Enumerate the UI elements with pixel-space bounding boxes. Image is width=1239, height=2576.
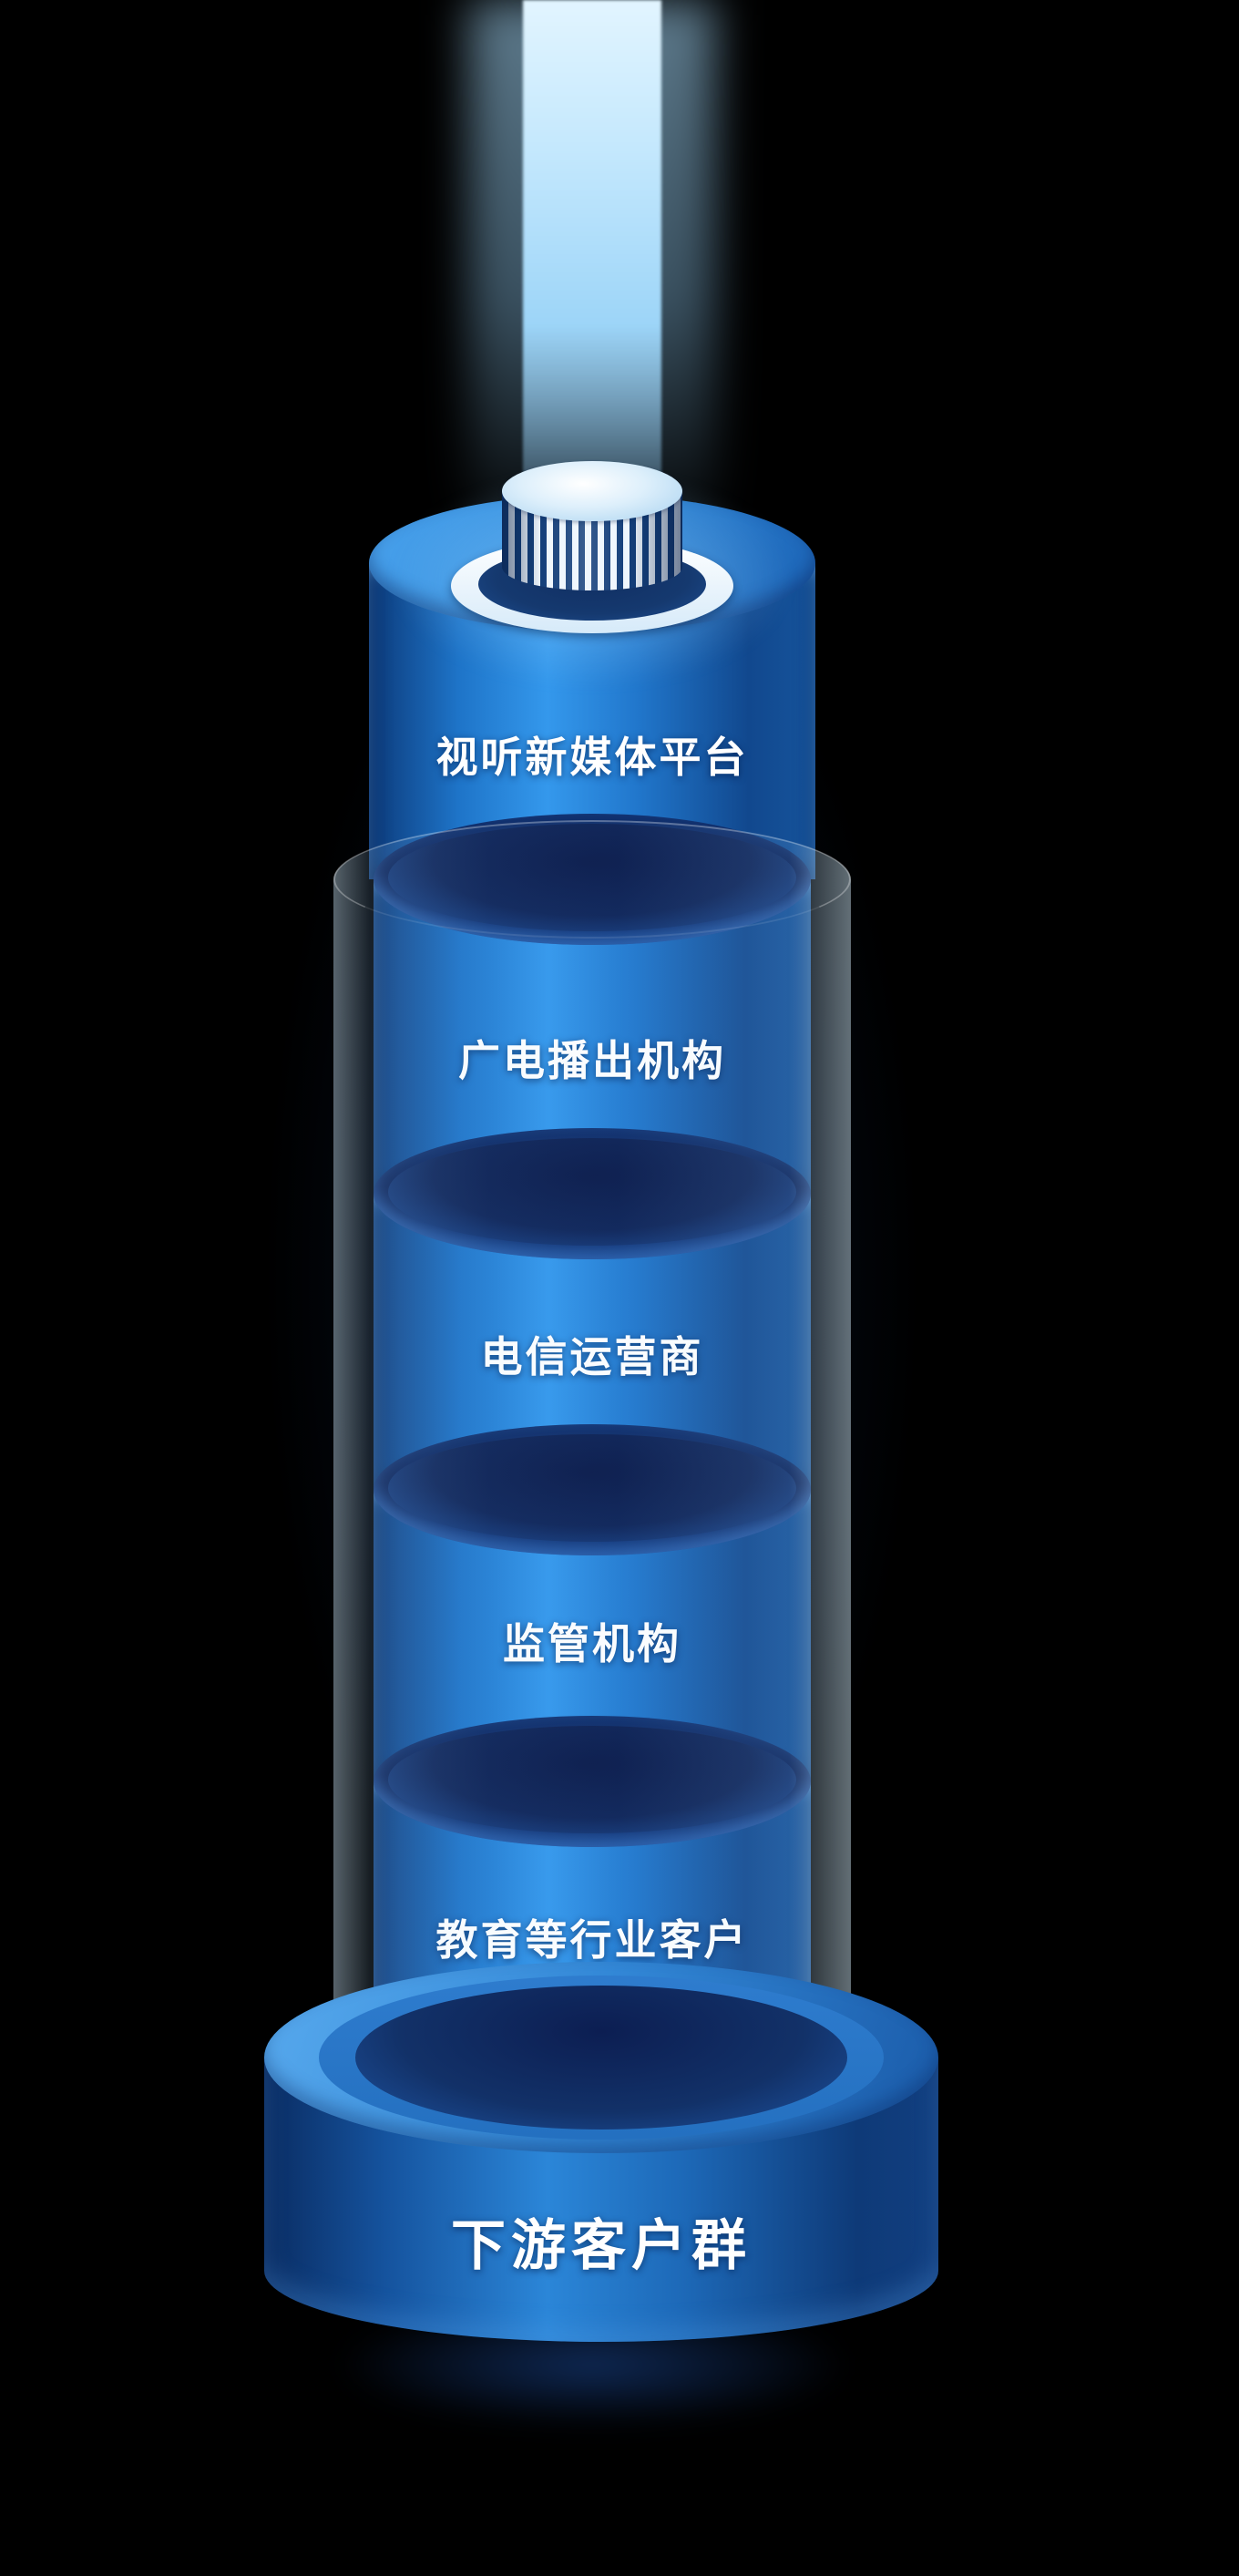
cap-top-ellipse — [502, 461, 682, 521]
cylinder-top-ellipse — [374, 1424, 811, 1555]
glass-tube — [333, 820, 851, 2087]
cylinder-top-inner-ellipse — [388, 1726, 796, 1833]
base-cylinder: 下游客户群 — [264, 1962, 938, 2342]
cylinder-top-inner-ellipse — [388, 1434, 796, 1542]
layer-label-3: 电信运营商 — [374, 1324, 811, 1384]
base-label: 下游客户群 — [451, 2215, 752, 2276]
cylinder-top-inner-ellipse — [388, 1138, 796, 1246]
base-inner-ellipse — [355, 1986, 847, 2130]
layer-label-1: 视听新媒体平台 — [435, 734, 749, 781]
base-top-ellipse — [264, 1962, 938, 2153]
layer-label-5: 教育等行业客户 — [374, 1907, 811, 1967]
layer-label-4: 监管机构 — [374, 1611, 811, 1671]
light-beam — [523, 0, 661, 499]
cylinder-top-ellipse — [374, 1128, 811, 1259]
cylinder-top-ellipse — [374, 1716, 811, 1847]
